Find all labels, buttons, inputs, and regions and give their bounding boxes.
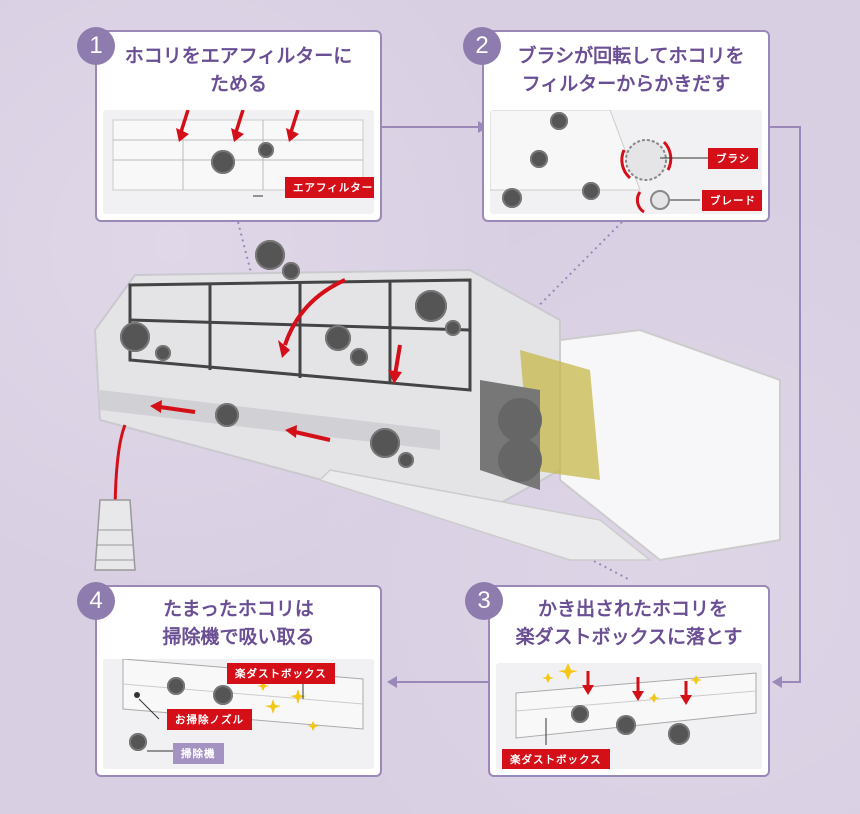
step-2-illustration: ブラシ ブレード (490, 110, 762, 214)
step-3-panel: かき出されたホコリを 楽ダストボックスに落とす 楽ダストボックス (488, 585, 770, 777)
dust-particle (398, 452, 414, 468)
step-2-panel: ブラシが回転してホコリを フィルターからかきだす ブラシ ブレード (482, 30, 770, 222)
step-1-title-line2: ためる (209, 73, 267, 95)
step-1-panel: ホコリをエアフィルターに ためる エアフィルター (95, 30, 382, 222)
step-3-title-line1: かき出されたホコリを (537, 598, 728, 620)
step-4-title-line2: 掃除機で吸い取る (162, 626, 315, 648)
step-3-illustration: 楽ダストボックス (496, 663, 762, 769)
dust-particle (211, 150, 235, 174)
dust-particle (129, 733, 147, 751)
dust-particle (282, 262, 300, 280)
dust-particle (668, 723, 690, 745)
step-1-title-line1: ホコリをエアフィルターに (124, 45, 353, 67)
dust-particle (445, 320, 461, 336)
dust-particle (502, 188, 522, 208)
step-3-title-line2: 楽ダストボックスに落とす (515, 626, 743, 648)
dust-particle (350, 348, 368, 366)
step-4-title-line1: たまったホコリは (163, 598, 314, 620)
air-filter-label: エアフィルター (285, 177, 374, 198)
dust-particle (550, 112, 568, 130)
dust-particle (258, 142, 274, 158)
step-2-title-line1: ブラシが回転してホコリを (517, 45, 745, 67)
step-2-title-line2: フィルターからかきだす (521, 73, 731, 95)
step-4-panel: たまったホコリは 掃除機で吸い取る 楽ダストボックス お掃除ノズル 掃除機 (95, 585, 382, 777)
dust-particle (530, 150, 548, 168)
dust-particle (370, 428, 400, 458)
dust-particle (325, 325, 351, 351)
dust-particle (415, 290, 447, 322)
dust-box-label-4: 楽ダストボックス (227, 663, 335, 684)
dust-particle (120, 322, 150, 352)
dust-box-label: 楽ダストボックス (502, 749, 610, 769)
dust-particle (582, 182, 600, 200)
dust-particle (155, 345, 171, 361)
step-2-badge: 2 (463, 27, 501, 65)
step-4-illustration: 楽ダストボックス お掃除ノズル 掃除機 (103, 659, 374, 769)
dust-particle (167, 677, 185, 695)
cleaning-nozzle-label: お掃除ノズル (167, 709, 252, 730)
dust-particle (616, 715, 636, 735)
step-4-badge: 4 (77, 582, 115, 620)
step-1-illustration: エアフィルター (103, 110, 374, 214)
brush-label: ブラシ (708, 148, 759, 169)
dust-particle (215, 403, 239, 427)
vacuum-cleaner-label: 掃除機 (173, 743, 224, 764)
dust-particle (213, 685, 233, 705)
step-3-badge: 3 (465, 582, 503, 620)
dust-particle (571, 705, 589, 723)
blade-label: ブレード (702, 190, 762, 211)
dust-particle (255, 240, 285, 270)
step-1-badge: 1 (77, 27, 115, 65)
